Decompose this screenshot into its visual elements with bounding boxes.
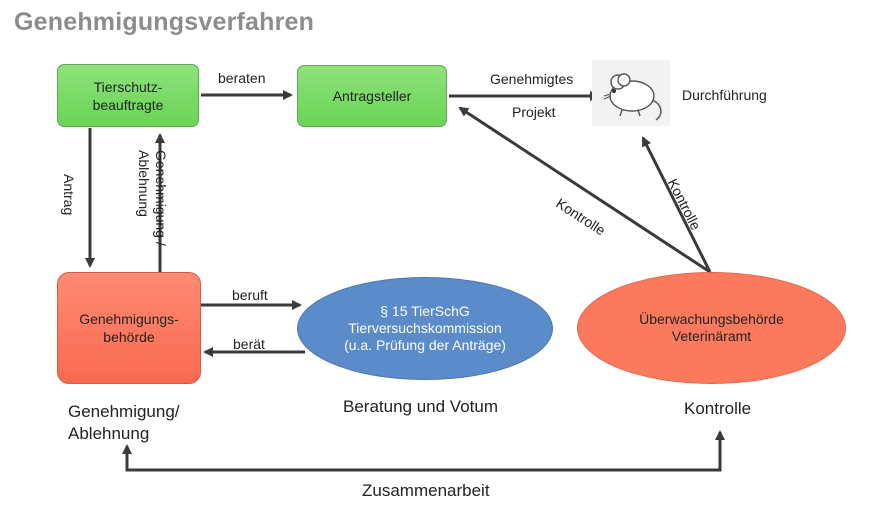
label-antrag: Antrag (61, 174, 77, 216)
label-genehmigung-ablehnung: Genehmigung / Ablehnung (136, 150, 169, 246)
label-projekt: Projekt (512, 104, 556, 120)
label-beraet: berät (233, 336, 265, 352)
arrow-zusammenarbeit (125, 430, 725, 472)
label-beraten: beraten (218, 70, 266, 86)
node-tierschutzbeauftragte: Tierschutz- beauftragte (57, 64, 199, 127)
label-durchfuehrung: Durchführung (682, 87, 767, 103)
caption-kontrolle: Kontrolle (684, 399, 752, 418)
caption-genehmigung-ablehnung: Genehmigung/ Ablehnung (68, 402, 180, 443)
caption-beratung-und-votum: Beratung und Votum (343, 397, 499, 416)
label-beruft: beruft (232, 287, 268, 303)
arrow-kontrolle-antragsteller (458, 106, 711, 274)
node-tierversuchskommission: § 15 TierSchG Tierversuchskommission (u.… (297, 277, 553, 380)
node-genehmigungsbehoerde: Genehmigungs- behörde (57, 272, 201, 384)
mouse-icon (592, 60, 670, 126)
caption-zusammenarbeit: Zusammenarbeit (362, 481, 490, 500)
arrow-kontrolle-durchfuehrung (641, 136, 712, 273)
node-ueberwachungsbehoerde: Überwachungsbehörde Veterinäramt (577, 272, 846, 384)
label-genehmigtes: Genehmigtes (490, 71, 574, 87)
node-antragsteller: Antragsteller (297, 65, 447, 127)
page-title: Genehmigungsverfahren (14, 8, 315, 36)
